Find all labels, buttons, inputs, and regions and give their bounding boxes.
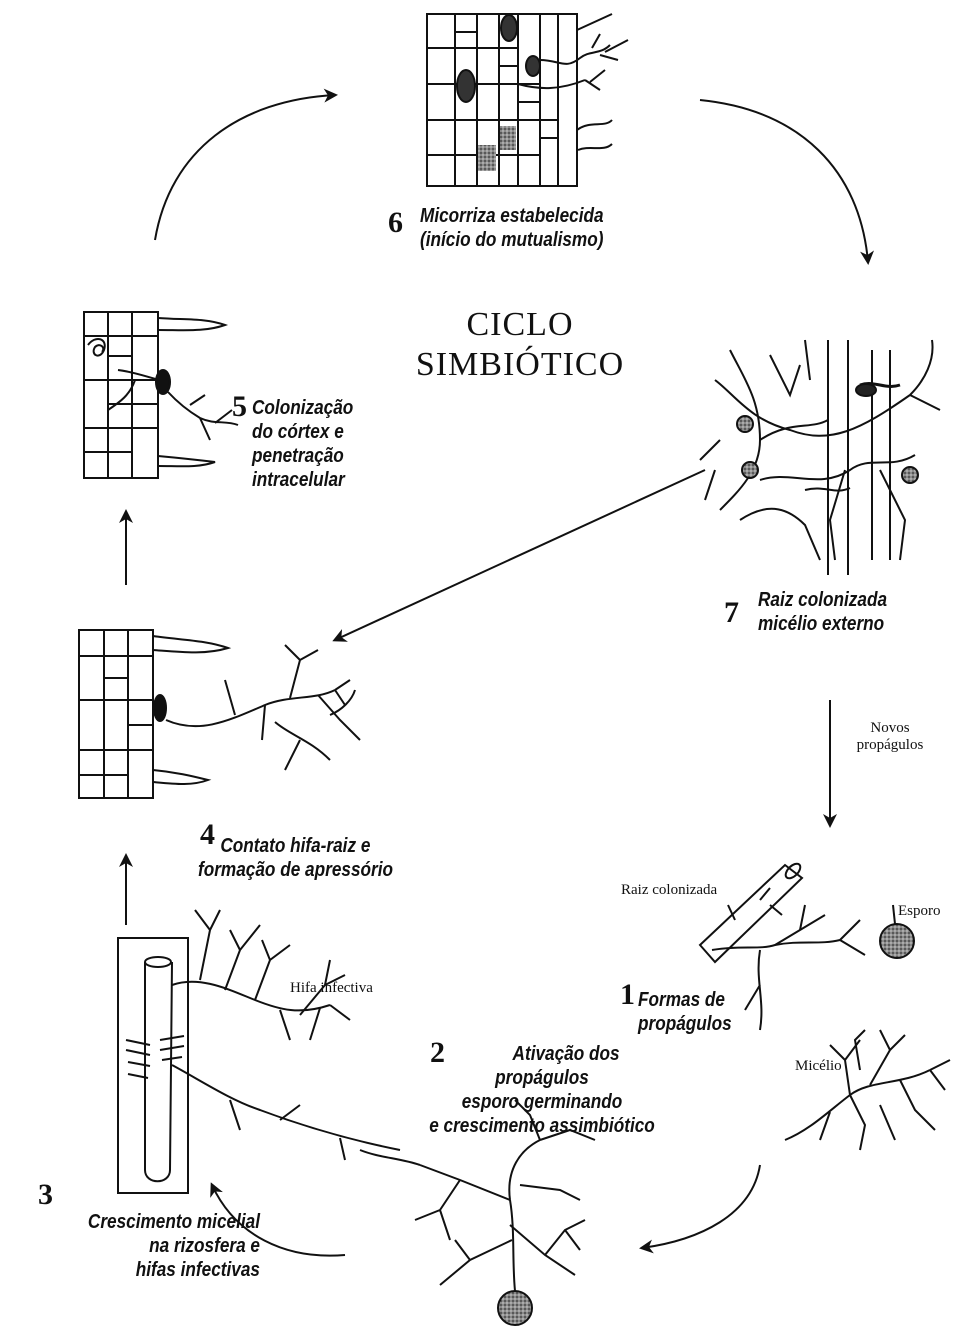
new-propagules-label: Novos propágulos [835, 720, 945, 754]
stage-2-number: 2 [430, 1036, 445, 1069]
diagram-title: CICLO SIMBIÓTICO [380, 305, 660, 385]
title-line-2: SIMBIÓTICO [415, 346, 625, 383]
stage-3-line-3: hifas infectivas [135, 1259, 260, 1281]
colonized-root-label: Raiz colonizada [621, 882, 718, 898]
stage-5-illustration [83, 311, 239, 479]
stage-4-illustration [78, 629, 361, 799]
stage-6-label: Micorriza estabelecida (início do mutual… [420, 204, 604, 252]
stage-3-line-2: na rizosfera e [149, 1235, 260, 1257]
stage-6-illustration [426, 13, 629, 187]
title-line-1: CICLO [466, 306, 574, 343]
stage-2-line-2: propágulos [495, 1067, 589, 1089]
stage-7-line-1: Raiz colonizada [758, 589, 888, 611]
stage-4-label: Contato hifa-raiz e formação de apressór… [198, 834, 393, 882]
stage-5-line-4: intracelular [252, 469, 345, 491]
stage-2-line-1: Ativação dos [512, 1043, 620, 1065]
stage-4-number: 4 [200, 818, 215, 851]
stage-2-label: Ativação dos propágulos esporo germinand… [404, 1042, 679, 1138]
stage-7-label: Raiz colonizada micélio externo [758, 588, 887, 636]
arrow-5-to-6 [154, 88, 338, 241]
mycelium-label: Micélio [795, 1058, 842, 1074]
stage-4-line-2: formação de apressório [198, 859, 394, 881]
stage-1-line-1: Formas de [638, 989, 725, 1011]
stage-7-line-2: micélio externo [758, 613, 885, 635]
stage-1-label: Formas de propágulos [638, 988, 732, 1036]
stage-3-illustration [117, 909, 401, 1194]
stage-5-line-2: do córtex e [252, 421, 344, 443]
stage-1-number: 1 [620, 978, 635, 1011]
stage-5-number: 5 [232, 390, 247, 423]
stage-2-line-4: e crescimento assimbiótico [429, 1115, 655, 1137]
arrow-6-to-7 [699, 99, 875, 265]
stage-3-label: Crescimento micelial na rizosfera e hifa… [45, 1210, 260, 1282]
stage-3-number: 3 [38, 1178, 53, 1211]
stage-6-line-2: (início do mutualismo) [420, 229, 604, 251]
stage-5-line-1: Colonização [252, 397, 354, 419]
arrow-7-to-4 [332, 469, 706, 642]
arrow-1-to-2 [639, 1164, 761, 1254]
stage-4-line-1: Contato hifa-raiz e [220, 835, 371, 857]
stage-5-label: Colonização do córtex e penetração intra… [252, 396, 353, 492]
new-propagules-line-1: Novos [870, 720, 910, 736]
cycle-arrows [119, 88, 875, 1257]
new-propagules-line-2: propágulos [856, 737, 924, 753]
infective-hypha-label: Hifa infectiva [290, 980, 373, 996]
stage-2-illustration [359, 1099, 596, 1326]
stage-2-line-3: esporo germinando [461, 1091, 623, 1113]
stage-5-line-3: penetração [252, 445, 344, 467]
stage-7-illustration [699, 339, 941, 575]
spore-label: Esporo [898, 903, 941, 919]
stage-6-line-1: Micorriza estabelecida [420, 205, 604, 227]
stage-3-line-1: Crescimento micelial [87, 1211, 260, 1233]
stage-7-number: 7 [724, 596, 739, 629]
stage-1-line-2: propágulos [638, 1013, 732, 1035]
stage-1-illustration [698, 862, 951, 1151]
arrow-2-to-3 [210, 1182, 346, 1257]
stage-6-number: 6 [388, 206, 403, 239]
